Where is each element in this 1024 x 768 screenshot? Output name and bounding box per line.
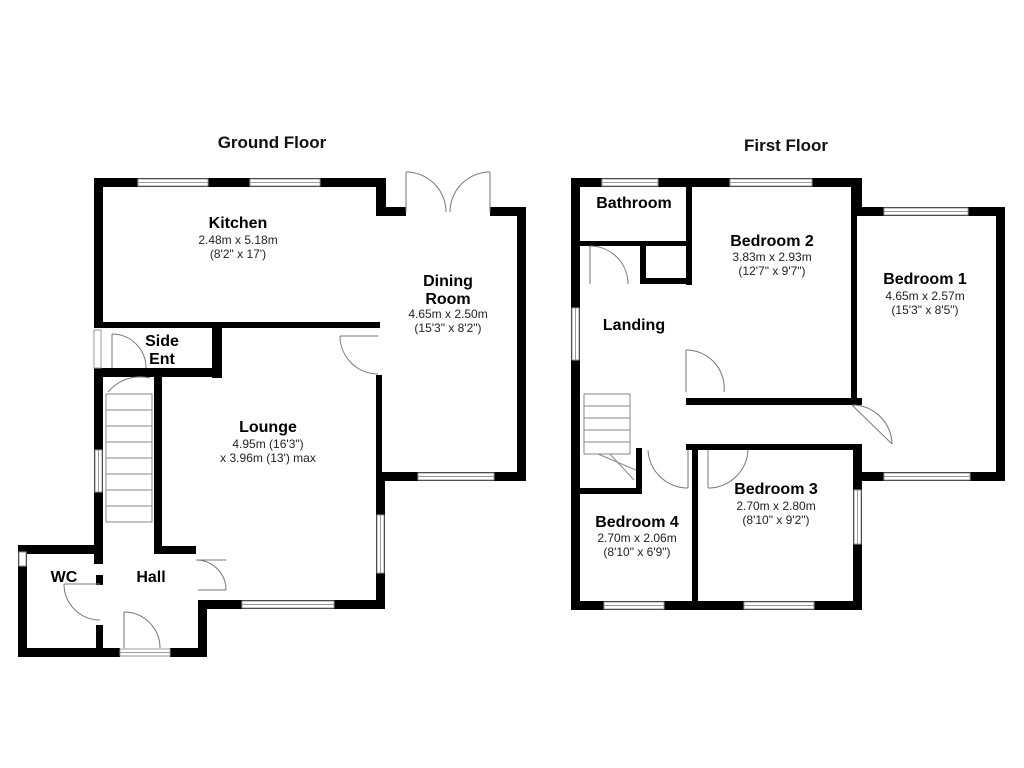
room-dimensions-imperial: (8'10" x 6'9") [603, 545, 670, 559]
ground-floor: Ground Floor [18, 133, 526, 657]
room-dimensions-imperial: (12'7" x 9'7") [738, 264, 805, 278]
ground-floor-windows [18, 178, 495, 657]
first-floor-labels: Bathroom Bedroom 2 3.83m x 2.93m (12'7" … [595, 195, 967, 559]
room-dimensions: 3.83m x 2.93m [732, 250, 811, 264]
first-floor: First Floor [571, 136, 1005, 610]
room-name: Room [425, 291, 470, 308]
room-name: Bathroom [596, 195, 672, 212]
room-dimensions: 2.48m x 5.18m [198, 233, 277, 247]
room-dimensions-imperial: (8'2" x 17') [210, 247, 266, 261]
ground-floor-labels: Kitchen 2.48m x 5.18m (8'2" x 17') Dinin… [51, 215, 488, 586]
room-name: Dining [423, 273, 473, 290]
room-name: Bedroom 4 [595, 514, 679, 531]
room-dimensions: 4.65m x 2.57m [885, 289, 964, 303]
room-dimensions: 4.95m (16'3") [232, 437, 303, 451]
first-floor-title: First Floor [744, 136, 828, 155]
ground-floor-stairs [105, 393, 153, 523]
first-floor-doors [589, 245, 893, 489]
ground-floor-walls [18, 178, 526, 657]
room-dimensions: 2.70m x 2.06m [597, 531, 676, 545]
room-name: Bedroom 2 [730, 233, 814, 250]
room-name: Lounge [239, 419, 297, 436]
room-dimensions-imperial: x 3.96m (13') max [220, 451, 316, 465]
first-floor-stairs [583, 393, 637, 481]
room-name: Landing [603, 317, 665, 334]
room-name: Bedroom 3 [734, 481, 818, 498]
room-name: Bedroom 1 [883, 271, 967, 288]
room-dimensions-imperial: (15'3" x 8'2") [414, 321, 481, 335]
room-dimensions-imperial: (8'10" x 9'2") [742, 513, 809, 527]
first-floor-windows [571, 178, 971, 610]
room-name: WC [51, 569, 78, 586]
room-dimensions: 2.70m x 2.80m [736, 499, 815, 513]
room-dimensions: 4.65m x 2.50m [408, 307, 487, 321]
room-name: Side [145, 333, 179, 350]
room-name: Kitchen [209, 215, 268, 232]
ground-floor-title: Ground Floor [218, 133, 327, 152]
room-name: Hall [136, 569, 165, 586]
room-name: Ent [149, 351, 175, 368]
ground-floor-doors [63, 171, 491, 649]
room-dimensions-imperial: (15'3" x 8'5") [891, 303, 958, 317]
